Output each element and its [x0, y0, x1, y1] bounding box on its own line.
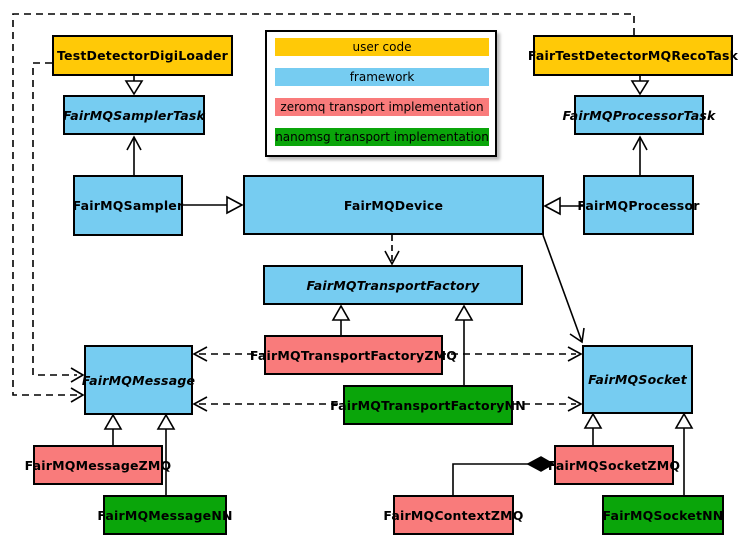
edge-processor-device-inheritance	[543, 196, 583, 216]
node-fairmqmessage: FairMQMessage	[82, 345, 195, 415]
node-fairmqprocessortask: FairMQProcessorTask	[562, 95, 715, 135]
node-fairmqmessagezmq: FairMQMessageZMQ	[25, 445, 171, 485]
edge-tfzmq-transportfactory-inheritance	[331, 304, 351, 335]
edge-tfzmq-message-socket-dependency	[192, 346, 583, 362]
edge-socketnn-socket-inheritance	[674, 412, 694, 495]
edge-testloader-samplertask-inheritance	[124, 76, 144, 96]
node-fairmqsocketzmq: FairMQSocketZMQ	[548, 445, 680, 485]
node-fairmqtransportfactory: FairMQTransportFactory	[263, 265, 523, 305]
edge-tfnn-message-socket-dependency	[192, 396, 583, 412]
legend-item-user-code: user code	[275, 38, 489, 56]
edge-recotask-processortask-inheritance	[630, 76, 650, 96]
edge-messagenn-message-inheritance	[156, 413, 176, 495]
node-fairmqmessagenn: FairMQMessageNN	[97, 495, 232, 535]
edge-sampler-device-inheritance	[183, 195, 244, 215]
node-fairmqtransportfactorynn: FairMQTransportFactoryNN	[330, 385, 526, 425]
legend-item-zeromq: zeromq transport implementation	[275, 98, 489, 116]
edge-tfnn-transportfactory-inheritance	[454, 304, 474, 385]
edge-device-transportfactory-dependency	[384, 235, 400, 266]
legend-item-nanomsg: nanomsg transport implementation	[275, 128, 489, 146]
legend: user code framework zeromq transport imp…	[265, 30, 497, 157]
edge-sampler-samplertask-association	[126, 135, 142, 175]
node-fairmqsocketnn: FairMQSocketNN	[602, 495, 724, 535]
edge-processor-processortask-association	[632, 135, 648, 175]
node-fairmqcontextzmq: FairMQContextZMQ	[383, 495, 523, 535]
node-testdetectordigiloader: TestDetectorDigiLoader	[52, 35, 233, 76]
edge-socketzmq-socket-inheritance	[583, 412, 603, 445]
node-fairmqsocket: FairMQSocket	[582, 345, 693, 414]
edge-device-socket-association	[542, 234, 585, 344]
edge-recotask-message-dependency	[12, 13, 635, 403]
node-fairtestdetectormqrecotask: FairTestDetectorMQRecoTask	[528, 35, 738, 76]
node-fairmqprocessor: FairMQProcessor	[577, 175, 699, 235]
legend-item-framework: framework	[275, 68, 489, 86]
edge-testloader-message-dependency	[32, 62, 85, 383]
edge-messagezmq-message-inheritance	[103, 413, 123, 445]
node-fairmqtransportfactoryzmq: FairMQTransportFactoryZMQ	[250, 335, 457, 375]
node-fairmqdevice: FairMQDevice	[243, 175, 544, 235]
node-fairmqsamplertask: FairMQSamplerTask	[63, 95, 205, 135]
edge-contextzmq-socketzmq-composition	[452, 456, 555, 495]
node-fairmqsampler: FairMQSampler	[73, 175, 183, 236]
